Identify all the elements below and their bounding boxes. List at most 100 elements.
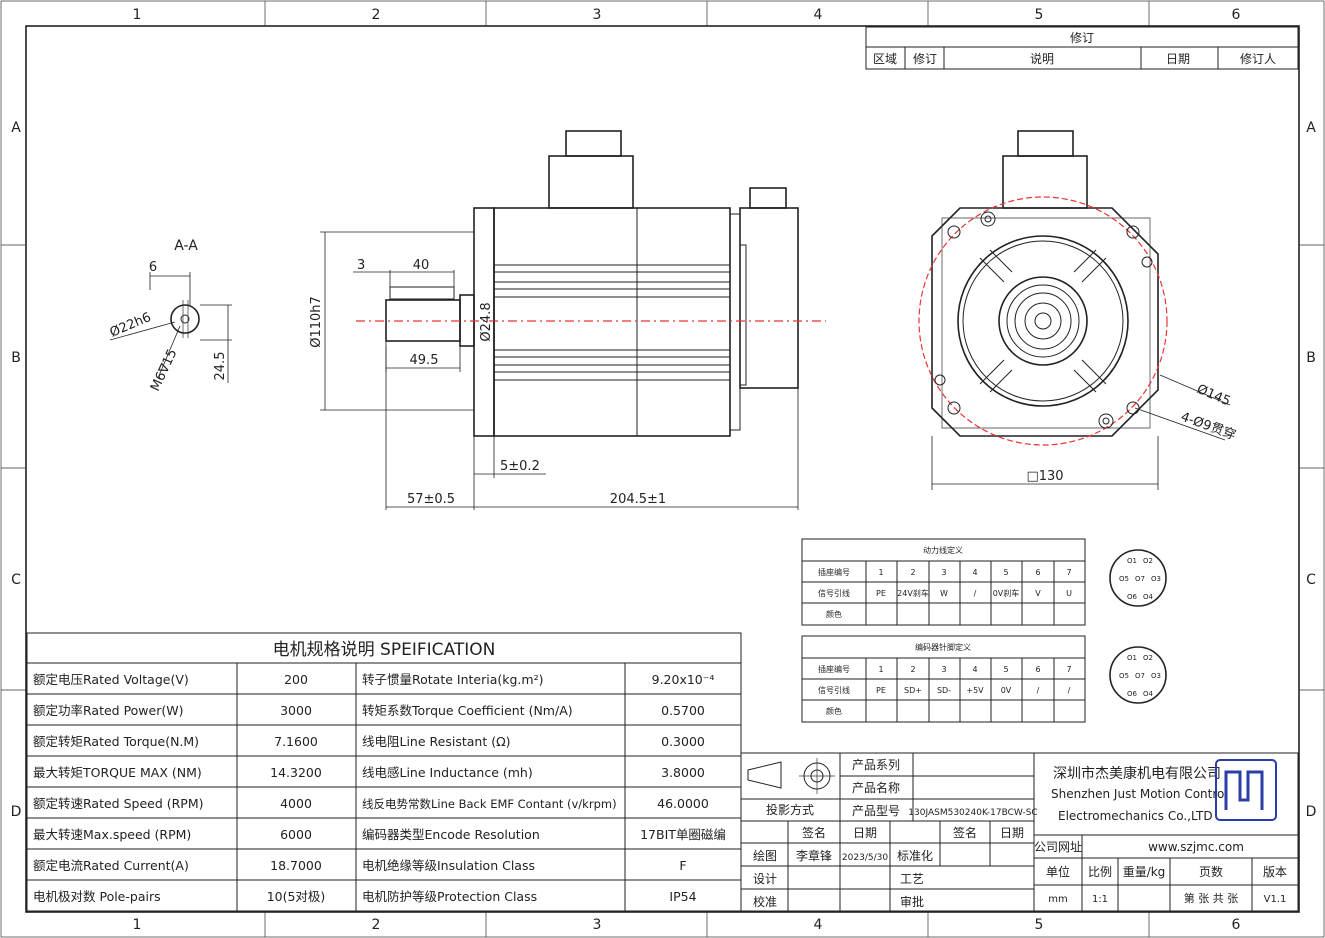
connector-pin: O1 xyxy=(1127,654,1137,662)
col-bottom-6: 6 xyxy=(1232,917,1241,933)
weight-label: 重量/kg xyxy=(1123,865,1166,879)
product-series-label: 产品系列 xyxy=(852,758,900,772)
shaft-section-circle xyxy=(170,304,200,334)
encoder-pin: 6 xyxy=(1035,665,1040,674)
website: www.szjmc.com xyxy=(1148,840,1244,854)
row-left-b: B xyxy=(11,350,21,366)
product-model: 130JASM530240K-17BCW-SC xyxy=(908,808,1037,818)
spec-label-left: 额定转矩Rated Torque(N.M) xyxy=(33,734,199,749)
col-top-2: 2 xyxy=(372,7,381,23)
pages-value: 第 张 共 张 xyxy=(1184,891,1239,905)
connector-pin: O7 xyxy=(1135,575,1145,583)
revision-header-reviser: 修订人 xyxy=(1240,51,1276,66)
power-signal: V xyxy=(1035,589,1041,598)
encoder-pin: 1 xyxy=(878,665,883,674)
row-right-c: C xyxy=(1306,572,1316,588)
power-wiring-table: 动力线定义 插座编号 信号引线 颜色 1 2 3 4 5 6 7 PE 24V刹… xyxy=(801,538,1086,626)
connector-pin: O4 xyxy=(1143,593,1154,601)
col-bottom-3: 3 xyxy=(593,917,602,933)
sign-label-2: 签名 xyxy=(953,825,977,840)
key-offset-dim: 3 xyxy=(357,258,365,273)
spec-label-right: 编码器类型Encode Resolution xyxy=(362,827,540,842)
encoder-signal: / xyxy=(1037,686,1040,695)
connector-pin: O7 xyxy=(1135,672,1145,680)
spec-label-right: 线电阻Line Resistant (Ω) xyxy=(362,734,511,749)
spec-label-left: 额定转速Rated Speed (RPM) xyxy=(33,796,204,811)
spec-value-right: F xyxy=(679,858,686,873)
holes-dim: 4-Ø9贯穿 xyxy=(1179,409,1238,444)
square-flange-dim: □130 xyxy=(1026,469,1063,484)
spec-value-left: 18.7000 xyxy=(270,858,322,873)
row-left-c: C xyxy=(11,572,21,588)
encoder-table-title: 编码器针脚定义 xyxy=(915,642,971,652)
spec-value-left: 10(5对极) xyxy=(267,889,326,904)
motor-front-view: □130 Ø145 4-Ø9贯穿 xyxy=(918,130,1238,490)
spec-value-left: 3000 xyxy=(280,703,312,718)
connector-pin: O5 xyxy=(1119,672,1129,680)
power-connector-diagram: O1 O2 O5 O7 O3 O6 O4 xyxy=(1109,549,1167,607)
product-name-label: 产品名称 xyxy=(852,780,900,795)
power-pin: 5 xyxy=(1003,568,1008,577)
section-width-dim: 6 xyxy=(149,260,157,275)
connector-pin: O5 xyxy=(1119,575,1129,583)
shaft-dia-dim: Ø24.8 xyxy=(479,302,494,341)
encoder-row-color: 颜色 xyxy=(826,706,842,716)
unit-value: mm xyxy=(1048,894,1067,905)
company-logo xyxy=(1215,759,1277,821)
date-label-2: 日期 xyxy=(1000,826,1024,840)
company-name-cn: 深圳市杰美康机电有限公司 xyxy=(1053,765,1221,782)
revision-header-desc: 说明 xyxy=(1030,51,1054,66)
process-label: 工艺 xyxy=(900,872,924,886)
company-name-en-1: Shenzhen Just Motion Control xyxy=(1051,787,1228,801)
section-dia-dim: Ø22h6 xyxy=(108,310,154,341)
encoder-pin: 4 xyxy=(972,665,977,674)
spec-value-right: 17BIT单圈磁编 xyxy=(640,827,726,842)
pilot-dia-dim: Ø110h7 xyxy=(309,296,324,348)
encoder-wiring-table: 编码器针脚定义 插座编号 信号引线 颜色 1 2 3 4 5 6 7 PE SD… xyxy=(801,635,1086,723)
revision-table: 修订 区域 修订 说明 日期 修订人 xyxy=(865,26,1299,70)
spec-label-left: 额定电压Rated Voltage(V) xyxy=(33,672,189,687)
section-height-dim: 24.5 xyxy=(213,352,228,381)
power-signal: 0V刹车 xyxy=(993,588,1020,598)
spec-label-left: 额定电流Rated Current(A) xyxy=(33,858,189,873)
revision-header-area: 区域 xyxy=(873,52,897,66)
row-left-a: A xyxy=(11,120,21,136)
pages-label: 页数 xyxy=(1199,864,1223,879)
encoder-signal: +5V xyxy=(966,686,984,695)
spec-value-left: 4000 xyxy=(280,796,312,811)
encoder-signal: SD- xyxy=(937,686,951,695)
connector-pin: O4 xyxy=(1143,690,1154,698)
col-bottom-2: 2 xyxy=(372,917,381,933)
draw-date: 2023/5/30 xyxy=(842,853,888,863)
row-right-a: A xyxy=(1306,120,1316,136)
section-a-a-view: A-A 6 24.5 Ø22h6 M6∇15 xyxy=(108,238,232,394)
revision-title: 修订 xyxy=(1070,30,1094,45)
encoder-connector-diagram: O1 O2 O5 O7 O3 O6 O4 xyxy=(1109,646,1167,704)
spec-value-left: 7.1600 xyxy=(274,734,318,749)
col-bottom-1: 1 xyxy=(133,917,142,933)
encoder-pin: 7 xyxy=(1066,665,1071,674)
website-label: 公司网址 xyxy=(1034,840,1082,854)
power-pin: 1 xyxy=(878,568,883,577)
spec-label-right: 转子惯量Rotate Interia(kg.m²) xyxy=(362,672,543,687)
col-top-4: 4 xyxy=(814,7,823,23)
row-right-b: B xyxy=(1306,350,1316,366)
zone-labels: 1 2 3 4 5 6 1 2 3 4 5 6 A B C D A B C D xyxy=(11,7,1317,933)
power-row-color: 颜色 xyxy=(826,609,842,619)
encoder-signal: SD+ xyxy=(904,686,922,695)
version-value: V1.1 xyxy=(1264,894,1287,905)
spec-label-left: 电机极对数 Pole-pairs xyxy=(33,889,161,904)
spec-value-right: 46.0000 xyxy=(657,796,709,811)
power-row-pin: 插座编号 xyxy=(818,567,850,577)
flange-thickness-dim: 5±0.2 xyxy=(500,459,540,474)
revision-header-rev: 修订 xyxy=(913,51,937,66)
revision-header-date: 日期 xyxy=(1166,52,1190,66)
shaft-extension-dim: 57±0.5 xyxy=(407,492,455,507)
standard-label: 标准化 xyxy=(897,849,933,863)
encoder-signal: PE xyxy=(876,686,886,695)
check-label: 校准 xyxy=(753,894,777,909)
power-pin: 4 xyxy=(972,568,977,577)
spec-label-left: 最大转速Max.speed (RPM) xyxy=(33,827,191,842)
